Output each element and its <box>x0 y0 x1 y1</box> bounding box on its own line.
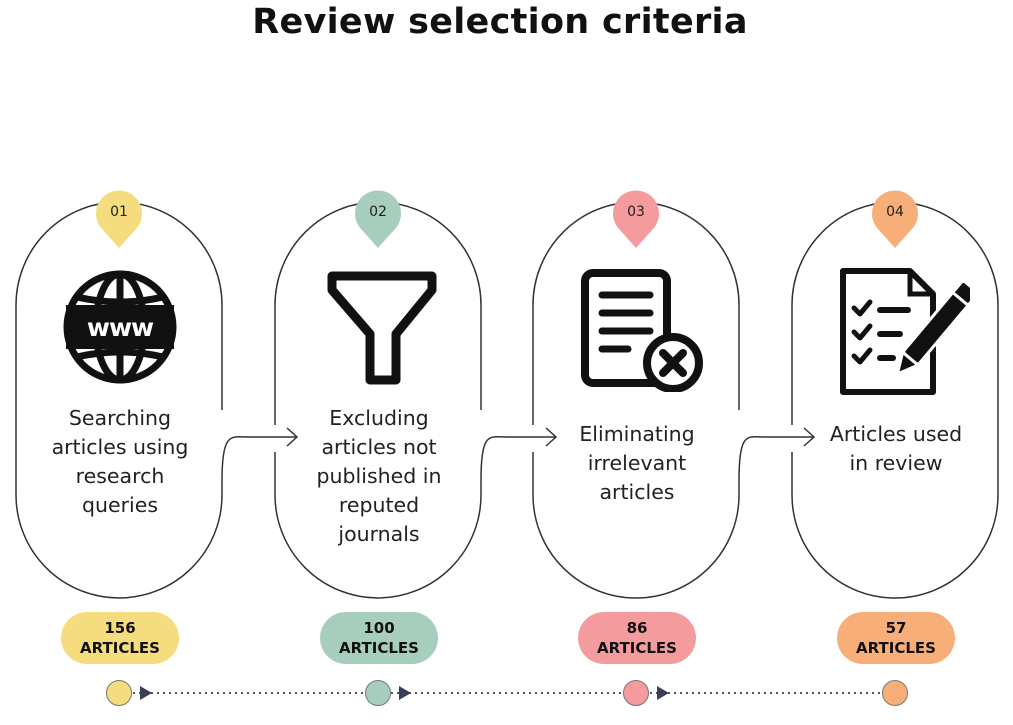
step-4-pin <box>872 190 918 248</box>
step-4-text: Articles used in review <box>829 422 963 475</box>
step-4-count-badge: 57 ARTICLES <box>837 612 955 664</box>
step-1-count: 156 <box>104 619 136 637</box>
step-1-count-badge: 156 ARTICLES <box>61 612 179 664</box>
connector-2-arrow <box>480 435 555 481</box>
step-4-outline <box>791 201 999 599</box>
timeline-dot-4 <box>882 680 908 706</box>
connector-3-arrow <box>738 435 813 481</box>
page-title: Review selection criteria <box>252 2 748 42</box>
step-2-count-badge: 100 ARTICLES <box>320 612 438 664</box>
globe-www-icon: www <box>63 270 177 384</box>
step-2-text: Excluding articles not published in repu… <box>316 406 442 546</box>
step-4-unit: ARTICLES <box>856 639 936 657</box>
connector-1-arrow <box>221 435 296 481</box>
timeline-dot-2 <box>365 680 391 706</box>
step-3-unit: ARTICLES <box>597 639 677 657</box>
step-2-pin <box>355 190 401 248</box>
step-1-outline <box>15 201 223 599</box>
timeline-dot-3 <box>623 680 649 706</box>
timeline-arrow-1 <box>140 686 152 700</box>
funnel-icon <box>327 271 437 385</box>
svg-text:www: www <box>87 313 154 342</box>
step-3-count: 86 <box>626 619 648 637</box>
step-1-text: Searching articles using research querie… <box>51 406 189 517</box>
step-3-text: Eliminating irrelevant articles <box>579 422 695 504</box>
timeline-dot-1 <box>106 680 132 706</box>
step-1-pin <box>96 190 142 248</box>
step-3-number: 03 <box>627 204 645 220</box>
step-2-count: 100 <box>363 619 395 637</box>
step-2-unit: ARTICLES <box>339 639 419 657</box>
checklist-pen-icon <box>840 268 970 395</box>
step-1-number: 01 <box>110 204 128 220</box>
step-2-number: 02 <box>369 204 387 220</box>
step-1-unit: ARTICLES <box>80 639 160 657</box>
document-x-icon <box>581 269 703 392</box>
step-4-number: 04 <box>886 204 904 220</box>
timeline-arrow-3 <box>657 686 669 700</box>
step-3-count-badge: 86 ARTICLES <box>578 612 696 664</box>
timeline-arrow-2 <box>399 686 411 700</box>
step-3-pin <box>613 190 659 248</box>
step-4-count: 57 <box>885 619 907 637</box>
